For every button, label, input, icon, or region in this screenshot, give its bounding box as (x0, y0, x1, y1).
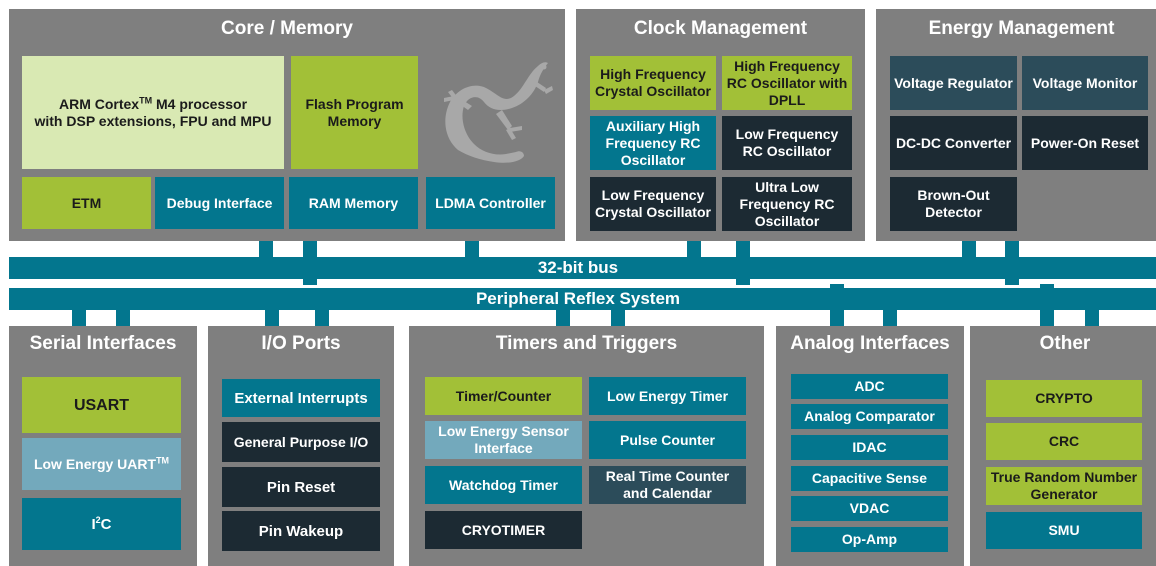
io-ports-title: I/O Ports (261, 333, 341, 354)
bus-connector (315, 309, 329, 326)
ldma-controller-block: LDMA Controller (426, 177, 555, 229)
capacitive-sense-block: Capacitive Sense (791, 466, 948, 491)
leuart-block: Low Energy UARTTM (22, 438, 181, 490)
gpio-block: General Purpose I/O (222, 422, 380, 462)
clock-management-title: Clock Management (633, 18, 808, 39)
bus-connector (72, 309, 86, 326)
hfxo-block: High Frequency Crystal Oscillator (590, 56, 716, 110)
i2c-label: I2C (91, 514, 112, 533)
lfxo-block: Low Frequency Crystal Oscillator (590, 177, 716, 231)
bus-connector (116, 309, 130, 326)
analog-comparator-block: Analog Comparator (791, 404, 948, 429)
bus-connector (883, 309, 897, 326)
idac-block: IDAC (791, 435, 948, 460)
peripheral-reflex-system-bus (9, 288, 1156, 310)
bus-connector (259, 241, 273, 257)
pin-reset-block: Pin Reset (222, 467, 380, 507)
energy-management-title: Energy Management (928, 18, 1115, 39)
analog-interfaces-title: Analog Interfaces (790, 333, 950, 354)
pulse-counter-block: Pulse Counter (589, 421, 746, 459)
voltage-monitor-block: Voltage Monitor (1022, 56, 1148, 110)
bus-connector (556, 309, 570, 326)
gecko-icon (428, 52, 558, 170)
i2c-block: I2C (22, 498, 181, 550)
ram-memory-block: RAM Memory (289, 177, 418, 229)
usart-block: USART (22, 377, 181, 433)
bus-32bit-label: 32-bit bus (537, 258, 619, 277)
op-amp-block: Op-Amp (791, 527, 948, 552)
hfrco-block: High Frequency RC Oscillator with DPLL (722, 56, 852, 110)
bus-connector (687, 241, 701, 257)
external-interrupts-block: External Interrupts (222, 379, 380, 417)
ulfrco-block: Ultra Low Frequency RC Oscillator (722, 177, 852, 231)
peripheral-reflex-system-label: Peripheral Reflex System (475, 289, 681, 308)
bus-connector (1085, 309, 1099, 326)
core-memory-title: Core / Memory (221, 18, 353, 39)
debug-interface-block: Debug Interface (155, 177, 284, 229)
crypto-block: CRYPTO (986, 380, 1142, 417)
smu-block: SMU (986, 512, 1142, 549)
aux-hfrco-block: Auxiliary High Frequency RC Oscillator (590, 116, 716, 170)
flash-memory-block: Flash Program Memory (291, 56, 418, 169)
cpu-block: ARM CortexTM M4 processor with DSP exten… (22, 56, 284, 169)
timers-triggers-title: Timers and Triggers (495, 333, 678, 354)
trng-block: True Random Number Generator (986, 467, 1142, 505)
bus-connector (465, 241, 479, 257)
cpu-block-line1: ARM CortexTM M4 processor (58, 94, 248, 112)
watchdog-timer-block: Watchdog Timer (425, 466, 582, 504)
low-energy-timer-block: Low Energy Timer (589, 377, 746, 415)
pin-wakeup-block: Pin Wakeup (222, 511, 380, 551)
lesense-block: Low Energy Sensor Interface (425, 421, 582, 459)
timer-counter-block: Timer/Counter (425, 377, 582, 415)
leuart-label: Low Energy UARTTM (33, 454, 170, 472)
serial-interfaces-title: Serial Interfaces (29, 333, 177, 354)
voltage-regulator-block: Voltage Regulator (890, 56, 1017, 110)
rtcc-block: Real Time Counter and Calendar (589, 466, 746, 504)
bus-connector (962, 241, 976, 257)
bus-connector (611, 309, 625, 326)
etm-block: ETM (22, 177, 151, 229)
bus-connector (265, 309, 279, 326)
dcdc-converter-block: DC-DC Converter (890, 116, 1017, 170)
other-title: Other (1039, 333, 1091, 354)
brown-out-detector-block: Brown-Out Detector (890, 177, 1017, 231)
cpu-block-line2: with DSP extensions, FPU and MPU (34, 112, 272, 129)
lfrco-block: Low Frequency RC Oscillator (722, 116, 852, 170)
cryotimer-block: CRYOTIMER (425, 511, 582, 549)
vdac-block: VDAC (791, 496, 948, 521)
bus-32bit (9, 257, 1156, 279)
adc-block: ADC (791, 374, 948, 399)
power-on-reset-block: Power-On Reset (1022, 116, 1148, 170)
crc-block: CRC (986, 423, 1142, 460)
